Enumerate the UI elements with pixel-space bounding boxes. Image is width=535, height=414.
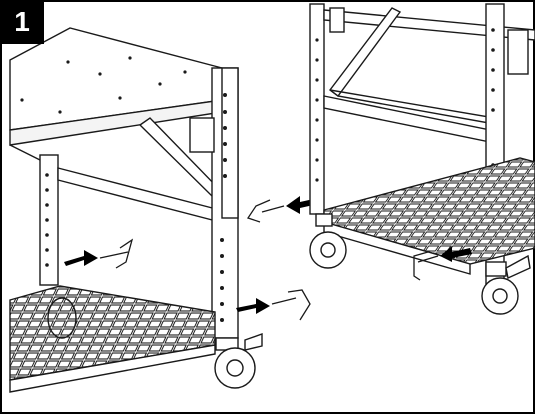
caster-wheel-rear (47, 297, 77, 339)
insert-arrow-4 (440, 246, 472, 262)
right-shelf-unit (309, 3, 535, 315)
post-bracket (189, 117, 215, 153)
caster-wheel-right-1 (309, 213, 347, 269)
right-arrows (413, 246, 472, 281)
shelf-rivets (20, 56, 187, 114)
pin-1 (99, 238, 134, 269)
step-number-badge: 1 (0, 0, 44, 44)
rear-post (39, 154, 59, 286)
pin-2 (271, 289, 311, 321)
caster-wheel-left (214, 333, 263, 389)
step-number: 1 (14, 6, 30, 37)
right-upper-rail (323, 9, 535, 41)
post-holes-front (220, 93, 227, 322)
insert-arrow-1 (64, 250, 98, 266)
post-holes-left (45, 173, 49, 267)
left-shelf-unit (9, 27, 263, 393)
pin-4 (413, 251, 439, 281)
caster-wheel-right-2 (481, 254, 531, 315)
right-rear-post (309, 3, 325, 215)
insert-arrow-2 (236, 298, 270, 314)
pin-3 (246, 199, 285, 223)
lower-mesh-shelf (9, 285, 216, 381)
